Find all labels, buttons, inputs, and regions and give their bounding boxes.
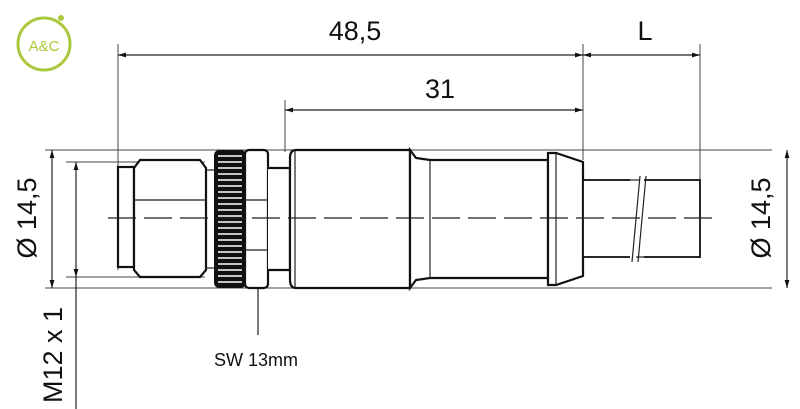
overall-length-label: 48,5 bbox=[329, 16, 382, 46]
knurled-ring bbox=[214, 148, 270, 290]
logo bbox=[16, 15, 72, 72]
diameter-left-label: Ø 14,5 bbox=[12, 177, 42, 258]
cable bbox=[582, 175, 701, 263]
dimension-lines bbox=[49, 52, 790, 409]
thread-label: M12 x 1 bbox=[38, 307, 68, 403]
diameter-right-label: Ø 14,5 bbox=[746, 177, 776, 258]
connector-body bbox=[268, 146, 585, 292]
body-length-label: 31 bbox=[425, 74, 455, 104]
logo-text: A&C bbox=[29, 38, 60, 55]
cable-length-label: L bbox=[637, 16, 652, 46]
wrench-size-label: SW 13mm bbox=[214, 350, 298, 370]
